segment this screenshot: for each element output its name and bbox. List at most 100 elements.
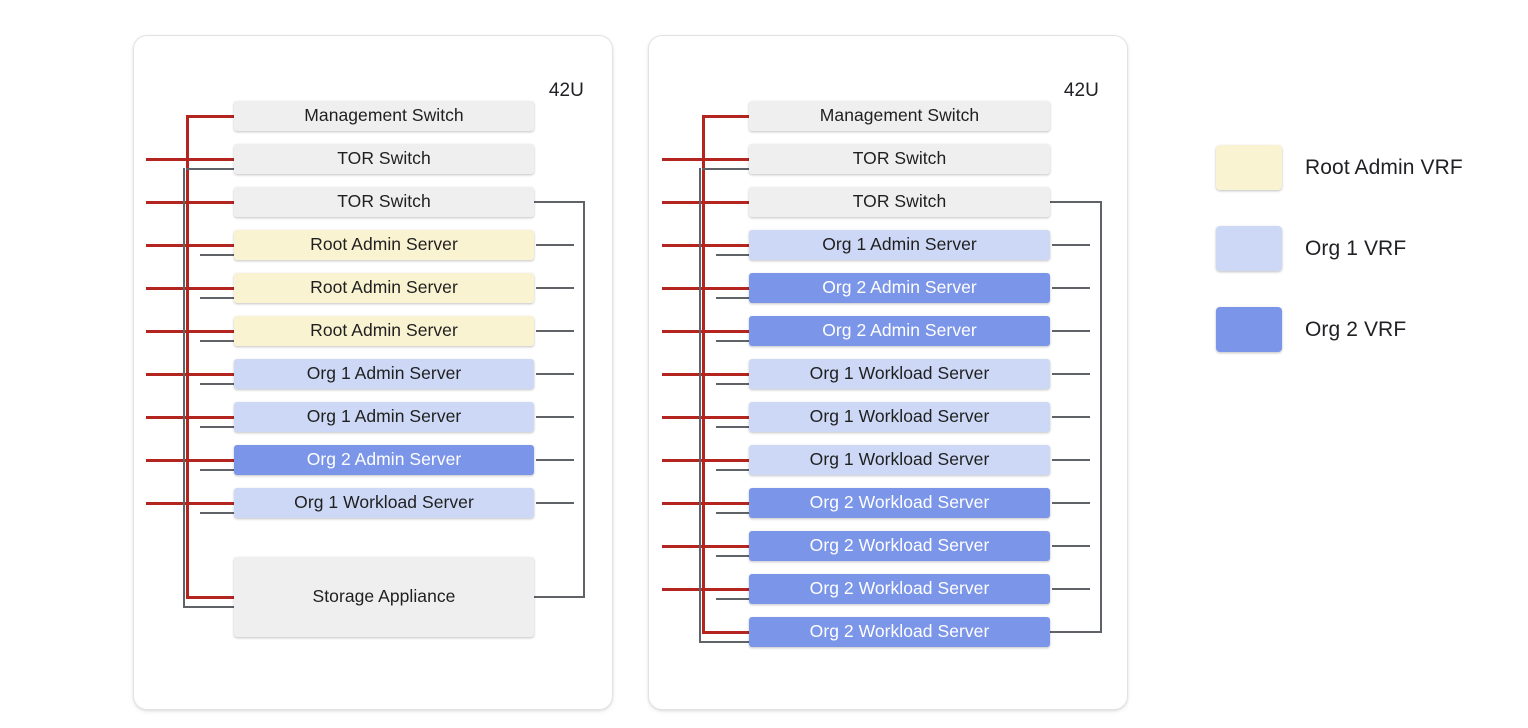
rack-unit[interactable]: Org 2 Admin Server xyxy=(234,445,534,475)
power-cable xyxy=(662,416,749,419)
network-cable xyxy=(716,426,749,428)
rack-unit[interactable]: TOR Switch xyxy=(749,187,1050,217)
rack-unit[interactable]: Org 2 Admin Server xyxy=(749,273,1050,303)
rack-unit[interactable]: Root Admin Server xyxy=(234,273,534,303)
rack-unit[interactable]: Org 2 Admin Server xyxy=(749,316,1050,346)
power-cable xyxy=(186,596,234,599)
power-cable xyxy=(662,545,749,548)
legend-item-label: Org 2 VRF xyxy=(1305,317,1407,341)
network-cable xyxy=(702,168,749,170)
power-cable xyxy=(146,201,234,204)
rack-unit[interactable]: Org 2 Workload Server xyxy=(749,488,1050,518)
rack-unit-label: Org 2 Admin Server xyxy=(306,449,462,470)
network-cable xyxy=(1052,244,1090,246)
rack-unit[interactable]: Org 1 Workload Server xyxy=(234,488,534,518)
power-cable xyxy=(662,158,749,161)
rack-unit[interactable]: Org 1 Workload Server xyxy=(749,402,1050,432)
legend-item: Org 2 VRF xyxy=(1216,307,1406,352)
rack-unit[interactable]: Org 2 Workload Server xyxy=(749,531,1050,561)
legend-swatch-org2-vrf xyxy=(1216,307,1282,352)
power-cable xyxy=(146,330,234,333)
network-cable xyxy=(200,469,234,471)
network-cable xyxy=(534,201,585,203)
power-cable xyxy=(662,373,749,376)
rack-unit[interactable]: Org 2 Workload Server xyxy=(749,574,1050,604)
network-cable xyxy=(1052,588,1090,590)
rack-unit-label: Org 1 Workload Server xyxy=(809,406,990,427)
rack-unit[interactable]: Root Admin Server xyxy=(234,316,534,346)
network-cable xyxy=(200,383,234,385)
rack-unit[interactable]: Management Switch xyxy=(749,101,1050,131)
rack-unit-label: Org 1 Workload Server xyxy=(294,492,474,513)
rack-unit[interactable]: Org 1 Admin Server xyxy=(234,402,534,432)
rack-unit-label: Org 2 Workload Server xyxy=(809,621,990,642)
network-cable xyxy=(1052,416,1090,418)
rack-unit-label: Management Switch xyxy=(304,105,464,126)
network-cable xyxy=(716,297,749,299)
network-cable xyxy=(534,596,585,598)
legend-item: Org 1 VRF xyxy=(1216,226,1406,271)
rack-unit-label: TOR Switch xyxy=(852,191,947,212)
rack-unit-label: Org 1 Admin Server xyxy=(306,406,462,427)
rack-unit[interactable]: Org 1 Admin Server xyxy=(749,230,1050,260)
power-cable xyxy=(146,287,234,290)
rack-unit-label: Management Switch xyxy=(819,105,980,126)
network-cable xyxy=(1052,287,1090,289)
network-cable xyxy=(1052,459,1090,461)
legend-item: Root Admin VRF xyxy=(1216,145,1463,190)
network-bus-vertical-right xyxy=(583,201,585,598)
rack-unit-label: Root Admin Server xyxy=(310,277,458,298)
network-cable xyxy=(536,373,574,375)
legend: Root Admin VRF Org 1 VRF Org 2 VRF xyxy=(1216,145,1516,355)
legend-item-label: Root Admin VRF xyxy=(1305,155,1463,179)
network-cable xyxy=(200,512,234,514)
network-cable xyxy=(536,416,574,418)
power-cable xyxy=(662,287,749,290)
rack-unit-label: Org 1 Admin Server xyxy=(306,363,462,384)
network-cable xyxy=(536,502,574,504)
rack-unit[interactable]: Org 2 Workload Server xyxy=(749,617,1050,647)
rack-unit[interactable]: Org 1 Workload Server xyxy=(749,359,1050,389)
network-cable xyxy=(183,606,234,608)
rack-unit[interactable]: TOR Switch xyxy=(234,144,534,174)
power-cable xyxy=(146,416,234,419)
network-cable xyxy=(716,383,749,385)
rack-unit-label: Org 2 Admin Server xyxy=(822,320,977,341)
rack-unit-label: TOR Switch xyxy=(337,148,431,169)
rack-unit-label: Org 2 Workload Server xyxy=(809,535,990,556)
power-cable xyxy=(662,330,749,333)
network-cable xyxy=(200,340,234,342)
rack-unit-label: Org 1 Workload Server xyxy=(809,363,990,384)
network-cable xyxy=(1052,502,1090,504)
rack-unit[interactable]: Org 1 Admin Server xyxy=(234,359,534,389)
rack-unit[interactable]: Org 1 Workload Server xyxy=(749,445,1050,475)
power-cable xyxy=(146,459,234,462)
power-cable xyxy=(662,502,749,505)
power-cable xyxy=(662,244,749,247)
rack-right-capacity-label: 42U xyxy=(1063,80,1099,101)
rack-unit[interactable]: Management Switch xyxy=(234,101,534,131)
rack-unit-label: Storage Appliance xyxy=(312,586,456,607)
rack-unit[interactable]: TOR Switch xyxy=(234,187,534,217)
network-cable xyxy=(200,426,234,428)
network-cable xyxy=(200,297,234,299)
rack-unit[interactable]: Storage Appliance xyxy=(234,557,534,637)
power-cable xyxy=(186,115,234,118)
power-cable xyxy=(702,631,749,634)
rack-unit-label: Org 1 Workload Server xyxy=(809,449,990,470)
rack-left-capacity-label: 42U xyxy=(548,80,584,101)
rack-unit-label: TOR Switch xyxy=(852,148,947,169)
network-cable xyxy=(186,168,234,170)
power-cable xyxy=(702,115,749,118)
legend-swatch-root-admin-vrf xyxy=(1216,145,1282,190)
rack-unit-label: Org 1 Admin Server xyxy=(822,234,977,255)
rack-unit[interactable]: Root Admin Server xyxy=(234,230,534,260)
network-cable xyxy=(716,555,749,557)
legend-swatch-org1-vrf xyxy=(1216,226,1282,271)
network-cable xyxy=(200,254,234,256)
rack-unit-label: Org 2 Workload Server xyxy=(809,578,990,599)
power-bus-vertical xyxy=(186,115,189,599)
rack-unit[interactable]: TOR Switch xyxy=(749,144,1050,174)
network-cable xyxy=(536,244,574,246)
